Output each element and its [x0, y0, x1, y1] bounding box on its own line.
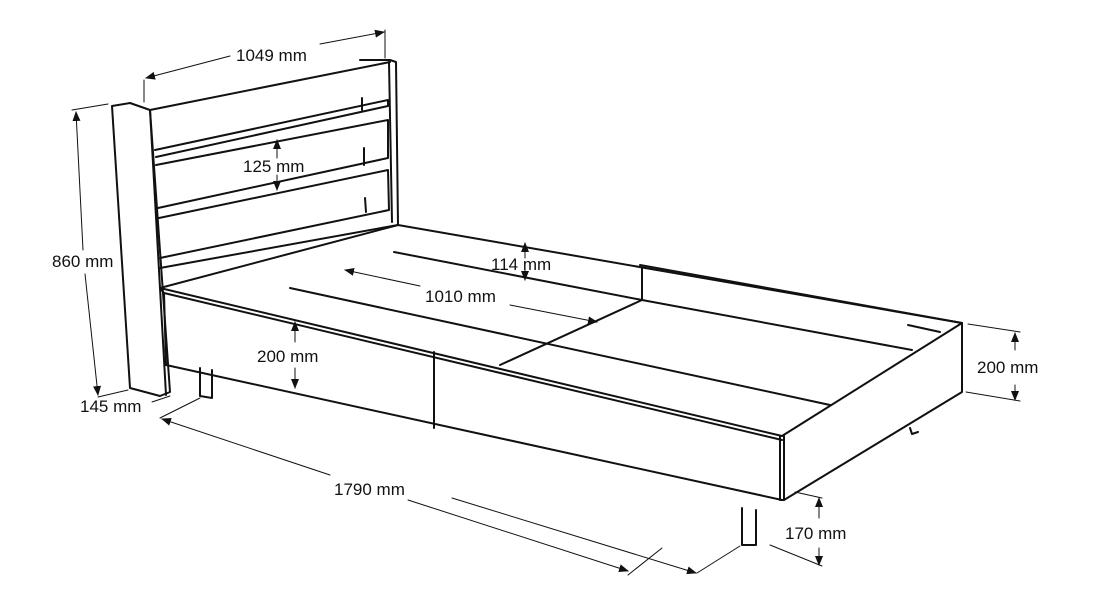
headboard-slats	[149, 61, 399, 269]
dimension-lines	[71, 29, 1021, 576]
headboard-left-post	[111, 102, 171, 397]
bed-frame	[159, 224, 963, 546]
slat-gap-label: 125 mm	[243, 157, 305, 176]
side-rail-height-label: 200 mm	[257, 347, 319, 366]
headboard-right-post	[359, 59, 399, 226]
floor-clearance-label: 170 mm	[785, 524, 847, 543]
headboard-width-label: 1049 mm	[236, 46, 307, 65]
headboard-depth-label: 145 mm	[80, 397, 142, 416]
total-length-label: 1790 mm	[334, 480, 405, 499]
headboard-height-label: 860 mm	[52, 252, 114, 271]
inner-width-label: 1010 mm	[425, 287, 496, 306]
foot-rail-height-label: 200 mm	[977, 358, 1039, 377]
inner-rail-height-label: 114 mm	[491, 255, 552, 274]
